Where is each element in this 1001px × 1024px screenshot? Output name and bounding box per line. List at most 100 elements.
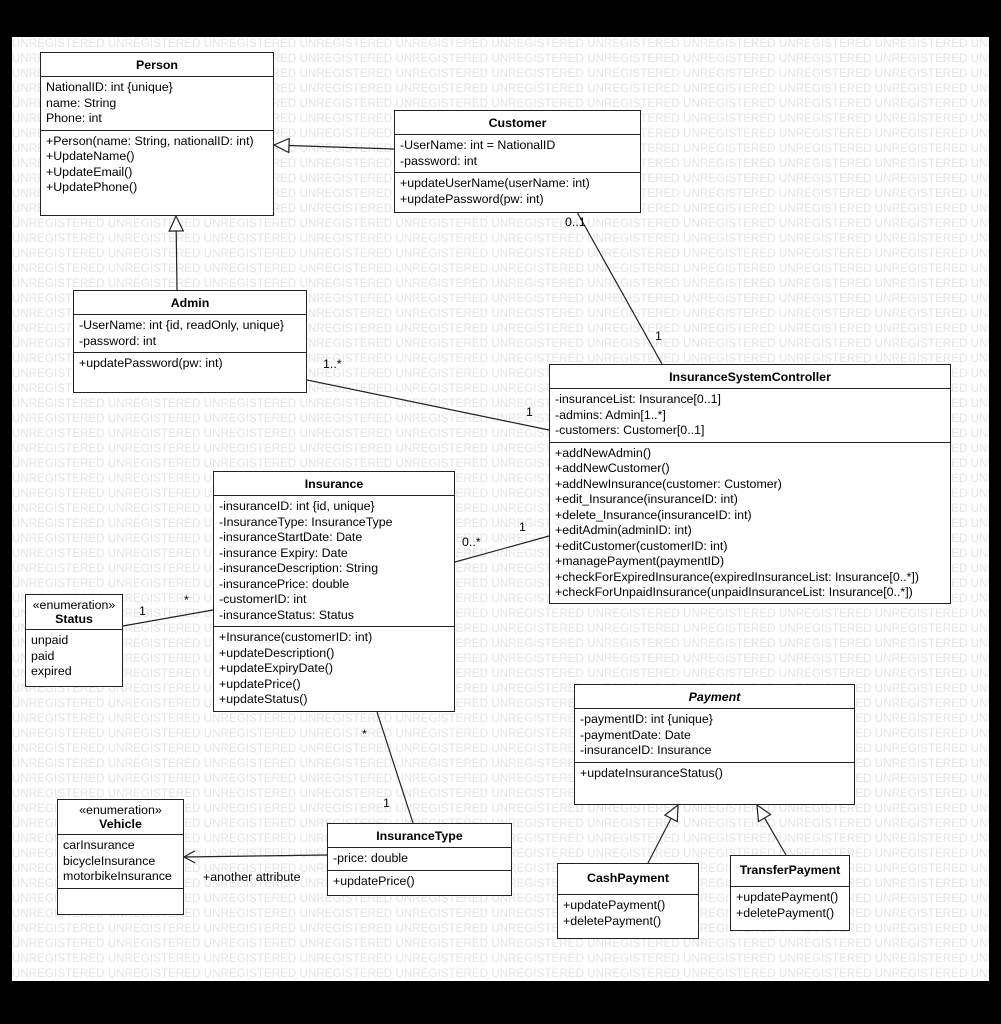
attributes-section: NationalID: int {unique} name: String Ph… bbox=[41, 76, 273, 130]
operation: +editCustomer(customerID: int) bbox=[555, 538, 728, 553]
enum-literal: paid bbox=[31, 648, 55, 663]
generalization-admin-person bbox=[168, 214, 185, 291]
operation: +edit_Insurance(insuranceID: int) bbox=[555, 492, 738, 506]
attribute: -UserName: int {id, readOnly, unique} bbox=[79, 318, 285, 332]
class-name: «enumeration» Vehicle bbox=[58, 800, 183, 834]
multiplicity-label: * bbox=[362, 727, 367, 741]
watermark-text: UNREGISTERED UNREGISTERED UNREGISTERED U… bbox=[12, 248, 989, 260]
class-name: Payment bbox=[688, 690, 741, 704]
operation: +updatePassword(pw: int) bbox=[400, 191, 544, 206]
attributes-section: -paymentID: int {unique} -paymentDate: D… bbox=[575, 708, 854, 762]
multiplicity-label: * bbox=[184, 593, 189, 607]
multiplicity-label: 1..* bbox=[323, 357, 342, 371]
generalization-transferpayment-payment bbox=[756, 803, 787, 856]
association-status-insurance bbox=[122, 609, 214, 627]
association-admin-controller bbox=[306, 379, 550, 431]
class-name: InsuranceSystemController bbox=[669, 370, 831, 384]
attributes-section: -UserName: int = NationalID -password: i… bbox=[395, 134, 640, 172]
operation: +updateDescription() bbox=[219, 645, 335, 660]
attribute: -insuranceID: Insurance bbox=[580, 743, 712, 757]
literals-section: carInsurance bicycleInsurance motorbikeI… bbox=[58, 834, 183, 888]
operations-section: +updateInsuranceStatus() bbox=[575, 761, 854, 785]
generalization-cashpayment-payment bbox=[647, 803, 679, 864]
watermark-text: UNREGISTERED UNREGISTERED UNREGISTERED U… bbox=[12, 38, 989, 50]
watermark-text: UNREGISTERED UNREGISTERED UNREGISTERED U… bbox=[12, 803, 989, 815]
operations-section: +addNewAdmin() +addNewCustomer() +addNew… bbox=[550, 441, 950, 604]
enum-status[interactable]: «enumeration» Status unpaid paid expired bbox=[25, 594, 123, 687]
multiplicity-label: 1 bbox=[526, 405, 533, 419]
enum-literal: expired bbox=[31, 664, 72, 678]
attribute: name: String bbox=[46, 95, 117, 110]
operation: +addNewInsurance(customer: Customer) bbox=[555, 476, 782, 491]
attributes-section: -insuranceID: int {id, unique} -Insuranc… bbox=[214, 495, 454, 626]
class-admin[interactable]: Admin -UserName: int {id, readOnly, uniq… bbox=[73, 290, 307, 393]
operation: +updatePrice() bbox=[333, 873, 415, 888]
multiplicity-label: 1 bbox=[139, 604, 146, 618]
enum-literal: carInsurance bbox=[63, 838, 135, 852]
enum-vehicle[interactable]: «enumeration» Vehicle carInsurance bicyc… bbox=[57, 799, 184, 915]
class-customer[interactable]: Customer -UserName: int = NationalID -pa… bbox=[394, 110, 641, 213]
operation: +Insurance(customerID: int) bbox=[219, 630, 373, 644]
operation: +updateUserName(userName: int) bbox=[400, 176, 590, 190]
attribute: -customerID: int bbox=[219, 592, 307, 606]
operations-section: +updatePayment() +deletePayment() bbox=[731, 886, 849, 924]
class-name: InsuranceType bbox=[376, 829, 463, 843]
operation: +managePayment(paymentID) bbox=[555, 554, 725, 568]
operation: +updatePrice() bbox=[219, 676, 301, 691]
operation: +updateInsuranceStatus() bbox=[580, 765, 723, 780]
multiplicity-label: 1 bbox=[655, 329, 662, 343]
operations-section: +updatePassword(pw: int) bbox=[74, 352, 306, 375]
operations-section: +updatePrice() bbox=[328, 869, 511, 893]
operations-section: +Person(name: String, nationalID: int) +… bbox=[41, 129, 273, 199]
attribute: -paymentID: int {unique} bbox=[580, 712, 713, 726]
attribute: -customers: Customer[0..1] bbox=[555, 423, 705, 437]
association-insurance-controller bbox=[454, 535, 550, 563]
class-name: Admin bbox=[170, 296, 210, 310]
attributes-section: -price: double bbox=[328, 847, 511, 870]
watermark-text: UNREGISTERED UNREGISTERED UNREGISTERED U… bbox=[12, 233, 989, 245]
diagram-canvas: UNREGISTERED UNREGISTERED UNREGISTERED U… bbox=[12, 37, 989, 981]
operation: +UpdateEmail() bbox=[46, 164, 133, 179]
operation: +updatePassword(pw: int) bbox=[79, 356, 223, 370]
operation: +checkForExpiredInsurance(expiredInsuran… bbox=[555, 569, 919, 584]
class-person[interactable]: Person NationalID: int {unique} name: St… bbox=[40, 52, 274, 216]
stereotype-label: «enumeration» bbox=[79, 803, 162, 817]
attributes-section: -insuranceList: Insurance[0..1] -admins:… bbox=[550, 388, 950, 442]
class-name: TransferPayment bbox=[739, 863, 841, 877]
enum-literal: bicycleInsurance bbox=[63, 853, 156, 868]
operation: +UpdateName() bbox=[46, 149, 135, 163]
operations-section: +updateUserName(userName: int) +updatePa… bbox=[395, 172, 640, 210]
watermark-text: UNREGISTERED UNREGISTERED UNREGISTERED U… bbox=[12, 263, 989, 275]
watermark-text: UNREGISTERED UNREGISTERED UNREGISTERED U… bbox=[12, 218, 989, 230]
class-name: CashPayment bbox=[587, 871, 669, 885]
attribute: -price: double bbox=[333, 851, 409, 865]
generalization-customer-person bbox=[272, 137, 395, 154]
attribute: -insuranceStatus: Status bbox=[219, 607, 354, 622]
enum-name: Status bbox=[55, 612, 93, 626]
attribute: -paymentDate: Date bbox=[580, 727, 691, 742]
operation: +deletePayment() bbox=[563, 913, 662, 928]
multiplicity-label: 1 bbox=[383, 796, 390, 810]
class-insurance[interactable]: Insurance -insuranceID: int {id, unique}… bbox=[213, 471, 455, 712]
operation: +UpdatePhone() bbox=[46, 180, 138, 194]
class-transfer-payment[interactable]: TransferPayment +updatePayment() +delete… bbox=[730, 855, 850, 931]
class-insurance-type[interactable]: InsuranceType -price: double +updatePric… bbox=[327, 823, 512, 896]
attribute: -insuranceStartDate: Date bbox=[219, 530, 363, 544]
attribute: -insuranceDescription: String bbox=[219, 561, 379, 575]
class-name: Customer bbox=[488, 116, 547, 130]
class-name: «enumeration» Status bbox=[26, 595, 122, 629]
attribute: NationalID: int {unique} bbox=[46, 80, 173, 94]
attribute: -admins: Admin[1..*] bbox=[555, 407, 666, 422]
operation: +deletePayment() bbox=[736, 905, 835, 920]
attributes-section: -UserName: int {id, readOnly, unique} -p… bbox=[74, 314, 306, 352]
operation: +editAdmin(adminID: int) bbox=[555, 523, 692, 537]
operation: +updatePayment() bbox=[563, 898, 666, 912]
class-cash-payment[interactable]: CashPayment +updatePayment() +deletePaym… bbox=[557, 863, 699, 939]
dependency-insurancetype-vehicle bbox=[182, 850, 328, 864]
association-insurance-insurancetype bbox=[376, 711, 414, 824]
class-insurance-system-controller[interactable]: InsuranceSystemController -insuranceList… bbox=[549, 364, 951, 604]
multiplicity-label: 0..* bbox=[462, 535, 481, 549]
operation: +delete_Insurance(insuranceID: int) bbox=[555, 507, 752, 522]
watermark-text: UNREGISTERED UNREGISTERED UNREGISTERED U… bbox=[12, 278, 989, 290]
class-payment[interactable]: Payment -paymentID: int {unique} -paymen… bbox=[574, 684, 855, 805]
